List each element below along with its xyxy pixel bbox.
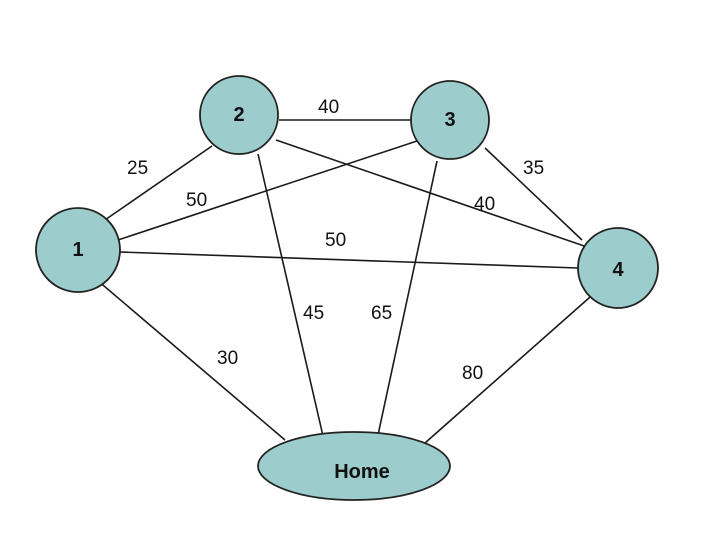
node-2-circle [199,75,279,155]
weight-1-2: 25 [127,158,148,179]
edge-1-3 [117,139,421,241]
weight-1-home: 30 [217,348,238,369]
node-home: Home [257,431,451,501]
node-1: 1 [35,207,121,293]
edge-1-4 [119,251,579,269]
weight-1-4: 50 [325,230,346,251]
edge-2-4 [275,139,591,249]
weight-2-home: 45 [303,303,324,324]
edge-3-4 [484,147,583,241]
node-4-circle [577,227,659,309]
edges [96,119,599,444]
weight-1-3: 50 [186,190,207,211]
node-home-ellipse [257,431,451,501]
node-home-label: Home [334,461,390,483]
edge-2-home [257,153,324,437]
node-4-label: 4 [612,259,624,281]
node-2: 2 [199,75,279,155]
node-1-circle [35,207,121,293]
edge-weights: 40 25 35 50 40 50 45 65 30 80 [127,97,544,384]
edge-4-home [424,289,599,444]
weight-3-home: 65 [371,303,392,324]
weight-4-home: 80 [462,363,483,384]
node-4: 4 [577,227,659,309]
edge-1-2 [101,145,213,223]
edge-3-home [377,160,438,436]
weight-2-4: 40 [474,194,495,215]
weight-3-4: 35 [523,158,544,179]
edge-1-home [96,279,286,441]
node-1-label: 1 [72,239,83,261]
node-3-circle [410,80,490,160]
node-2-label: 2 [233,104,244,126]
weight-2-3: 40 [318,97,339,118]
node-3-label: 3 [444,109,455,131]
node-3: 3 [410,80,490,160]
